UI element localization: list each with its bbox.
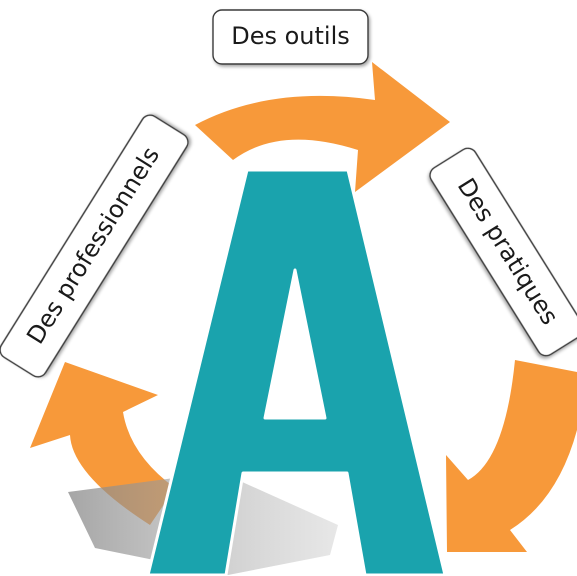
label-tools: Des outils: [212, 9, 369, 65]
label-professionals: Des professionnels: [0, 114, 189, 378]
label-practices-text: Des pratiques: [452, 173, 564, 329]
label-professionals-text: Des professionnels: [21, 142, 165, 349]
cycle-arrow-right: [446, 360, 577, 552]
cycle-arrow-top: [195, 62, 450, 192]
center-letter-a: [146, 168, 447, 576]
label-tools-text: Des outils: [231, 22, 350, 50]
label-practices: Des pratiques: [429, 147, 577, 357]
